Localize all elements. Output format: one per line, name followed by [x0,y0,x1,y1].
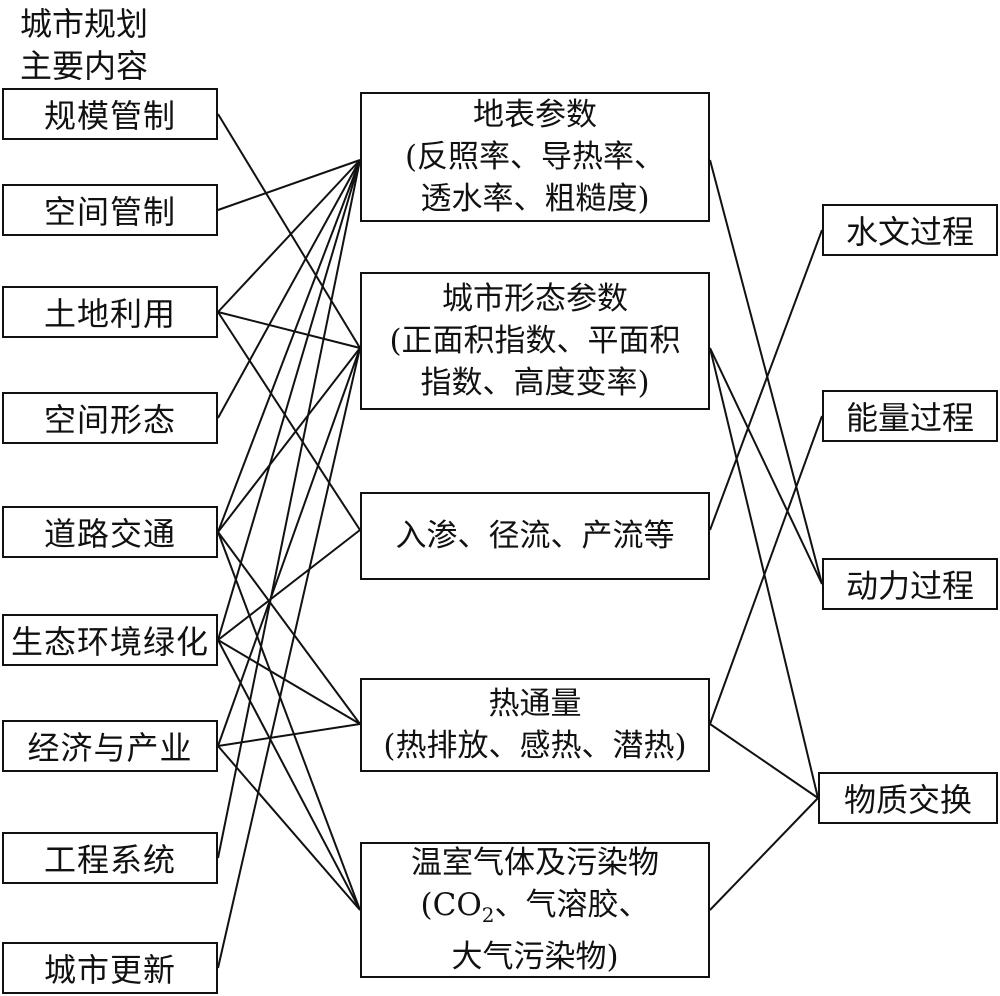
left-box-engineering-system: 工程系统 [2,832,218,884]
connector-L7-M0 [217,159,361,859]
right-box-hydrological-process: 水文过程 [822,204,998,256]
mid-box-line: 透水率、粗糙度) [420,181,650,217]
connector-L1-M0 [217,159,361,211]
connector-L6-M1 [217,347,361,747]
right-box-label: 物质交换 [843,781,972,819]
connector-L2-M2 [217,311,361,531]
mid-box-line: 热通量 [488,686,582,722]
co2-prefix: (CO [420,886,482,923]
connector-M2-R0 [709,229,823,531]
diagram-title-line-2: 主要内容 [20,47,149,85]
connector-L4-M1 [217,347,361,533]
mid-box-greenhouse-pollutants: 温室气体及污染物 (CO2、气溶胶、 大气污染物) [360,842,710,978]
mid-box-line: 入渗、径流、产流等 [395,518,675,554]
mid-box-line: 地表参数 [473,97,597,133]
left-box-label: 工程系统 [43,841,176,879]
left-box-economy-industry: 经济与产业 [2,720,218,772]
connector-L2-M1 [217,311,361,349]
connector-L5-M0 [217,159,361,641]
diagram-title-line-1: 城市规划 [20,5,149,43]
connector-M3-R3 [709,723,819,799]
mid-box-line: 大气污染物) [451,939,619,976]
mid-box-infiltration-runoff: 入渗、径流、产流等 [360,492,710,580]
left-box-scale-control: 规模管制 [2,88,218,140]
connector-L3-M0 [217,159,361,419]
mid-box-line: (反照率、导热率、 [404,139,666,175]
mid-box-line: 城市形态参数 [442,281,628,317]
connector-M1-R2 [709,347,823,585]
connector-L5-M3 [217,639,361,725]
right-box-label: 能量过程 [845,399,974,437]
mid-box-line: (热排放、感热、潜热) [383,728,687,764]
left-box-label: 城市更新 [43,951,176,989]
right-box-label: 水文过程 [845,213,974,251]
mid-box-urban-form-parameters: 城市形态参数 (正面积指数、平面积 指数、高度变率) [360,272,710,410]
mid-box-surface-parameters: 地表参数 (反照率、导热率、 透水率、粗糙度) [360,92,710,222]
connector-M4-R3 [709,797,819,911]
mid-box-heat-flux: 热通量 (热排放、感热、潜热) [360,678,710,772]
connector-L5-M2 [217,529,361,641]
left-box-road-traffic: 道路交通 [2,506,218,558]
left-box-land-use: 土地利用 [2,286,218,338]
connector-L4-M0 [217,159,361,533]
right-box-label: 动力过程 [845,567,974,605]
connector-L5-M4 [217,639,361,911]
mid-box-line: 温室气体及污染物 [411,844,659,881]
left-box-space-control: 空间管制 [2,184,218,236]
left-box-label: 土地利用 [43,295,176,333]
left-box-label: 空间形态 [43,401,176,439]
left-box-spatial-form: 空间形态 [2,392,218,444]
left-box-label: 空间管制 [43,193,176,231]
mid-box-line: (CO2、气溶胶、 [421,884,650,936]
left-box-label: 经济与产业 [27,729,193,767]
right-box-dynamic-process: 动力过程 [822,558,998,610]
co2-suffix: 、气溶胶、 [494,886,650,923]
left-box-urban-renewal: 城市更新 [2,942,218,994]
mid-box-line: 指数、高度变率) [420,365,650,401]
connector-M3-R1 [709,415,823,725]
mid-box-line: (正面积指数、平面积 [389,323,681,359]
left-box-label: 规模管制 [43,97,176,135]
connector-L0-M1 [217,113,361,349]
right-box-energy-process: 能量过程 [822,390,998,442]
connector-M0-R2 [709,159,823,585]
connector-L8-M1 [217,347,361,969]
right-box-material-exchange: 物质交换 [818,772,998,824]
connector-L4-M4 [217,531,361,911]
connector-L6-M4 [217,745,361,911]
co2-subscript: 2 [481,903,495,928]
connector-L6-M3 [217,723,361,747]
connector-L4-M3 [217,531,361,725]
left-box-label: 生态环境绿化 [10,623,209,661]
left-box-label: 道路交通 [43,515,176,553]
connector-L2-M0 [217,159,361,313]
left-box-ecology-greening: 生态环境绿化 [2,614,218,666]
